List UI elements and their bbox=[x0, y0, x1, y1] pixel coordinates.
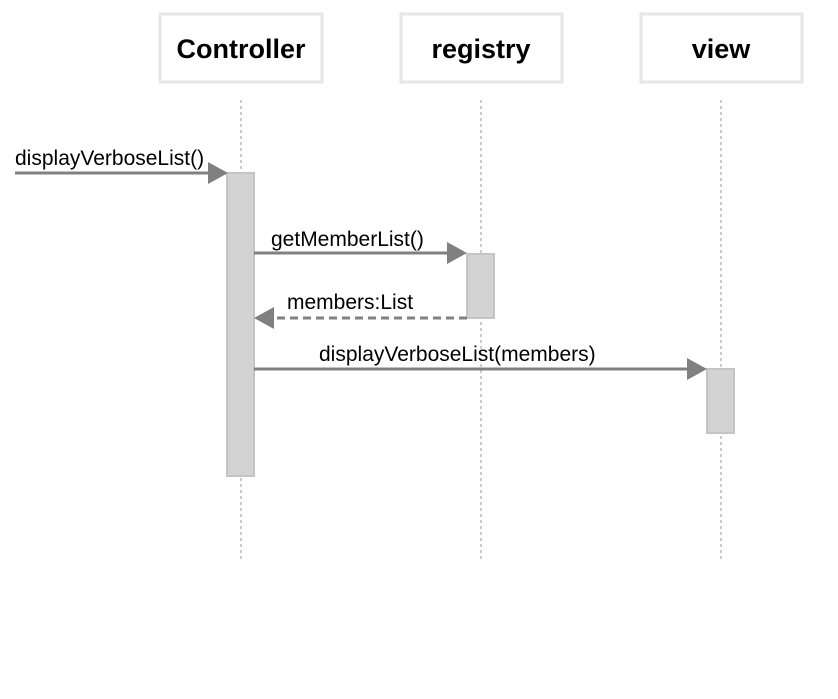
message-get-member-list: getMemberList() bbox=[254, 228, 467, 264]
message-return-members: members:List bbox=[254, 291, 467, 329]
message-display-verbose-list: displayVerboseList() bbox=[15, 147, 228, 184]
arrowhead-icon bbox=[447, 242, 467, 264]
message-display-verbose-list-members: displayVerboseList(members) bbox=[254, 343, 707, 380]
activation-controller bbox=[226, 172, 255, 477]
participant-controller-box bbox=[158, 12, 324, 84]
participant-view-box bbox=[639, 12, 804, 84]
participant-controller-label: Controller bbox=[176, 34, 305, 64]
participant-registry: registry bbox=[399, 12, 564, 84]
participant-registry-label: registry bbox=[431, 34, 530, 64]
participant-registry-box bbox=[399, 12, 564, 84]
message-label: displayVerboseList(members) bbox=[319, 343, 596, 366]
message-label: displayVerboseList() bbox=[15, 147, 204, 170]
arrowhead-icon bbox=[208, 162, 228, 184]
message-label: members:List bbox=[287, 291, 413, 314]
participant-view: view bbox=[639, 12, 804, 84]
activation-registry bbox=[466, 253, 495, 319]
activation-view bbox=[706, 368, 735, 434]
arrowhead-icon bbox=[687, 358, 707, 380]
arrowhead-icon bbox=[254, 307, 274, 329]
participant-view-label: view bbox=[692, 34, 752, 64]
message-label: getMemberList() bbox=[271, 228, 424, 251]
participant-controller: Controller bbox=[158, 12, 324, 84]
